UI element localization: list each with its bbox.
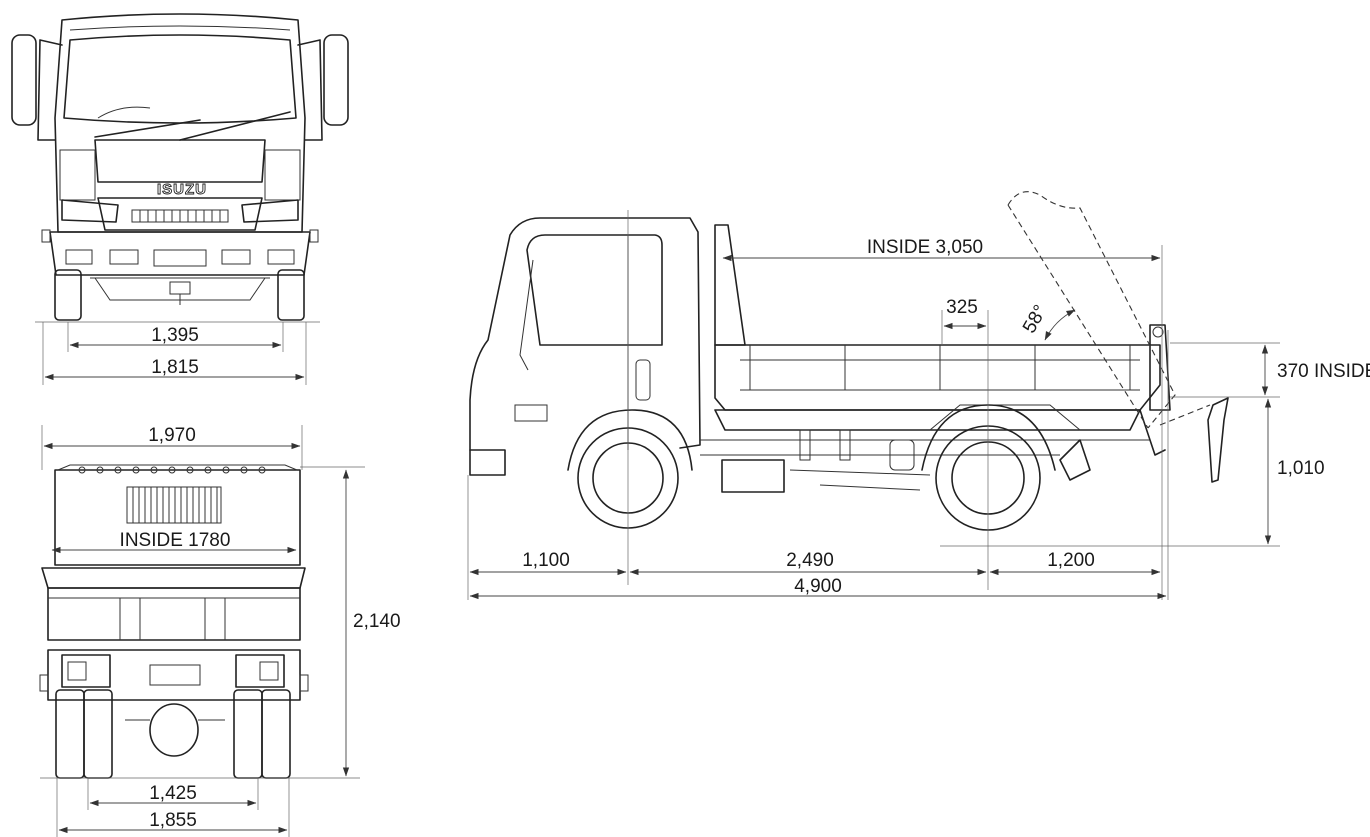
rear-left-lamp: [61, 654, 111, 688]
fuel-tank: [721, 459, 785, 493]
left-headlight: [61, 199, 119, 223]
rear-track-label: 1,425: [149, 783, 197, 804]
body-inside-length-label: INSIDE 3,050: [867, 237, 983, 258]
front-grille: [131, 209, 229, 223]
tipping-angle-label: 58°: [1019, 302, 1052, 337]
front-track-label: 1,395: [151, 325, 199, 346]
front-width-label: 1,815: [151, 357, 199, 378]
front-overhang-label: 1,100: [522, 550, 570, 571]
rear-width-label: 1,855: [149, 810, 197, 831]
right-headlight: [241, 199, 299, 223]
body-outer-width-label: 1,970: [148, 425, 196, 446]
raised-body-outline: [1007, 191, 1176, 429]
rear-view: [39, 464, 360, 779]
side-height-label: 370 INSIDE: [1277, 361, 1370, 382]
dimension-labels: 1,395 1,815 1,970 INSIDE 1780 2,140 1,42…: [120, 237, 1370, 831]
differential: [149, 703, 199, 757]
dump-body-rear: [54, 469, 301, 566]
side-rear-wheel: [921, 404, 1056, 531]
rear-right-lamp: [235, 654, 285, 688]
hinge-offset-label: 325: [946, 297, 978, 318]
body-inside-width-label: INSIDE 1780: [120, 530, 231, 551]
rear-window-hatching: [126, 486, 222, 524]
dump-body-side: [714, 344, 1161, 411]
overall-height-label: 2,140: [353, 611, 401, 632]
overall-length-label: 4,900: [794, 576, 842, 597]
front-right-wheel: [277, 269, 305, 321]
side-view: [469, 191, 1280, 547]
side-front-wheel: [567, 409, 693, 529]
rear-wheels: [55, 689, 291, 779]
front-view: ISUZU: [11, 13, 349, 323]
floor-height-label: 1,010: [1277, 458, 1325, 479]
front-left-wheel: [54, 269, 82, 321]
cab-side: [469, 217, 701, 451]
dimension-lines: [41, 210, 1280, 837]
mirrors: [11, 34, 349, 141]
cab-top-bumps: [78, 466, 266, 474]
front-bumper: [49, 231, 311, 276]
wheelbase-label: 2,490: [786, 550, 834, 571]
rear-overhang-label: 1,200: [1047, 550, 1095, 571]
tailgate-rear: [41, 567, 306, 589]
isuzu-logo: ISUZU: [157, 181, 207, 198]
